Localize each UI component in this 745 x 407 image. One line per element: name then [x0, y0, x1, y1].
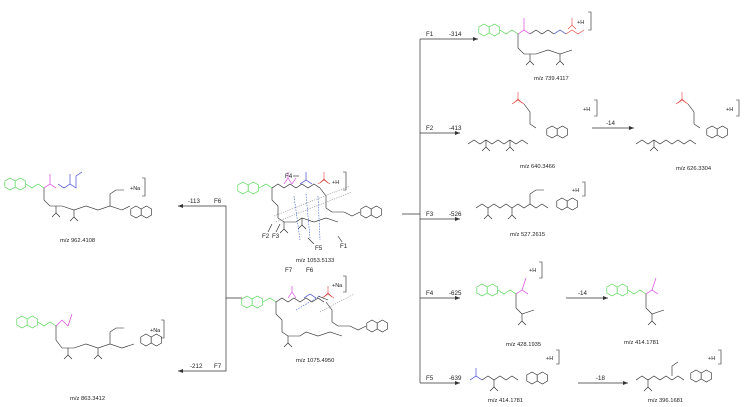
- parent-ion-h: +H F4 F2 F3 F5 F1 m/z 1053.5133: [237, 171, 383, 264]
- f5-label: F5: [426, 375, 434, 382]
- f2-sub-mz: m/z 626.3304: [676, 166, 712, 172]
- f6-label: F6: [214, 198, 222, 205]
- f5-loss: -639: [449, 375, 462, 382]
- fragment-f6: +Na m/z 962.4108: [4, 171, 153, 244]
- f4-ion: +H: [529, 268, 536, 274]
- fragment-f1-row: F1 -314 +H m/z 739.4117: [426, 11, 592, 82]
- cleavage-label-f2: F2: [262, 233, 270, 240]
- f2-ion: +H: [583, 107, 590, 113]
- f5-sub-loss: -18: [596, 375, 606, 382]
- f7-ion: +Na: [150, 328, 161, 334]
- f2-label: F2: [426, 125, 434, 132]
- na-cleavage-label-f6: F6: [306, 267, 314, 274]
- na-cleavage-label-f7: F7: [285, 267, 293, 274]
- f5-ion: +H: [546, 356, 553, 362]
- fragment-f5-row: F5 -639 +H m/z 414.1781 -18 +H m/z 396.1…: [426, 349, 722, 404]
- f6-mz: m/z 962.4108: [60, 238, 95, 244]
- f4-label: F4: [426, 290, 434, 297]
- f3-label: F3: [426, 211, 434, 218]
- fragment-f3-row: F3 -526 +H m/z 527.2615: [426, 181, 586, 238]
- f7-label: F7: [214, 363, 222, 370]
- f1-ion: +H: [577, 20, 584, 26]
- f6-loss: -113: [188, 198, 200, 205]
- f5-sub-mz: m/z 396.1681: [648, 398, 683, 404]
- f1-mz: m/z 739.4117: [534, 76, 569, 82]
- f2-mz: m/z 640.3466: [520, 164, 555, 170]
- fragment-f4-row: F4 -625 +H m/z 428.1935 -14 m/z 414.1781: [426, 261, 665, 348]
- f3-ion: +H: [572, 188, 579, 194]
- f6-ion: +Na: [130, 186, 141, 192]
- parent-h-mz: m/z 1053.5133: [296, 258, 334, 264]
- f1-loss: -314: [449, 31, 462, 38]
- fragment-f2-row: F2 -413 +H m/z 640.3466 -14 +H m/z 626.3…: [426, 91, 740, 172]
- left-branch-connectors: -113 F6 -212 F7: [178, 198, 242, 373]
- f4-sub-loss: -14: [578, 290, 588, 297]
- f5-mz: m/z 414.1781: [488, 398, 523, 404]
- f7-mz: m/z 863.3412: [70, 396, 105, 402]
- f1-label: F1: [426, 31, 434, 38]
- parent-na-ion-label: +Na: [332, 283, 343, 289]
- cleavage-label-f3: F3: [272, 233, 280, 240]
- f3-mz: m/z 527.2615: [510, 232, 545, 238]
- right-branch-connectors: [402, 37, 478, 385]
- f5-sub-ion: +H: [708, 356, 715, 362]
- f4-loss: -625: [449, 290, 462, 297]
- cleavage-label-f1: F1: [340, 243, 348, 250]
- f3-loss: -526: [449, 211, 462, 218]
- parent-ion-na: +Na F7 F6 m/z 1075.4950: [241, 267, 389, 364]
- cleavage-label-f5: F5: [315, 245, 323, 252]
- f2-loss: -413: [449, 125, 462, 132]
- fragment-f7: +Na m/z 863.3412: [16, 313, 165, 402]
- parent-h-ion-label: +H: [332, 180, 339, 186]
- f4-mz: m/z 428.1935: [506, 342, 541, 348]
- f4-sub-mz: m/z 414.1781: [624, 340, 659, 346]
- cleavage-label-f4: F4: [285, 173, 293, 180]
- f2-sub-loss: -14: [606, 120, 616, 127]
- parent-na-mz: m/z 1075.4950: [296, 358, 334, 364]
- f7-loss: -212: [190, 363, 203, 370]
- f2-sub-ion: +H: [726, 107, 733, 113]
